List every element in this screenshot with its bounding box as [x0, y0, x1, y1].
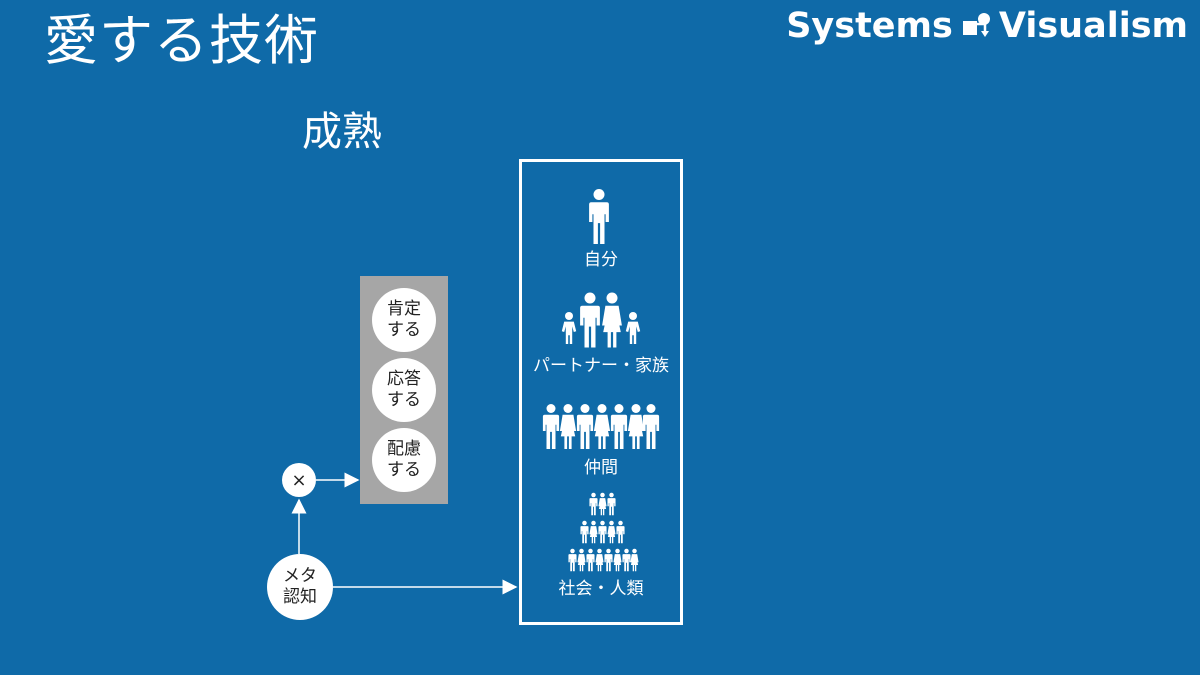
systems-loop-icon: [962, 13, 990, 37]
scope-box: 自分 パートナー・家族 仲間 社会・人類: [519, 159, 683, 625]
multiply-node: ×: [282, 463, 316, 497]
actions-panel: 肯定 する 応答 する 配慮 する: [360, 276, 448, 504]
single-person-icon: [588, 189, 610, 244]
action-label: する: [387, 460, 421, 480]
brand-name: Systems: [786, 6, 953, 46]
subtitle: 成熟: [302, 109, 382, 155]
action-label: 配慮: [387, 439, 421, 459]
scope-label-self: 自分: [584, 250, 618, 270]
family-icon: [561, 292, 641, 348]
brand-logo: Systems Visualism: [786, 6, 1188, 46]
scope-label-peers: 仲間: [584, 458, 618, 478]
brand-name-2: Visualism: [998, 6, 1188, 46]
action-label: する: [387, 320, 421, 340]
meta-label: メタ: [283, 566, 317, 586]
scope-label-society: 社会・人類: [558, 579, 644, 599]
multiply-symbol: ×: [291, 469, 307, 491]
action-label: する: [387, 390, 421, 410]
action-respond: 応答 する: [372, 358, 436, 422]
group-icon: [542, 404, 660, 449]
metacognition-node: メタ 認知: [267, 554, 333, 620]
action-affirm: 肯定 する: [372, 288, 436, 352]
scope-label-family: パートナー・家族: [533, 356, 669, 376]
action-care: 配慮 する: [372, 428, 436, 492]
page-title: 愛する技術: [44, 9, 319, 72]
meta-label: 認知: [283, 587, 317, 607]
action-label: 肯定: [387, 299, 421, 319]
action-label: 応答: [387, 369, 421, 389]
crowd-icon: [568, 492, 639, 572]
